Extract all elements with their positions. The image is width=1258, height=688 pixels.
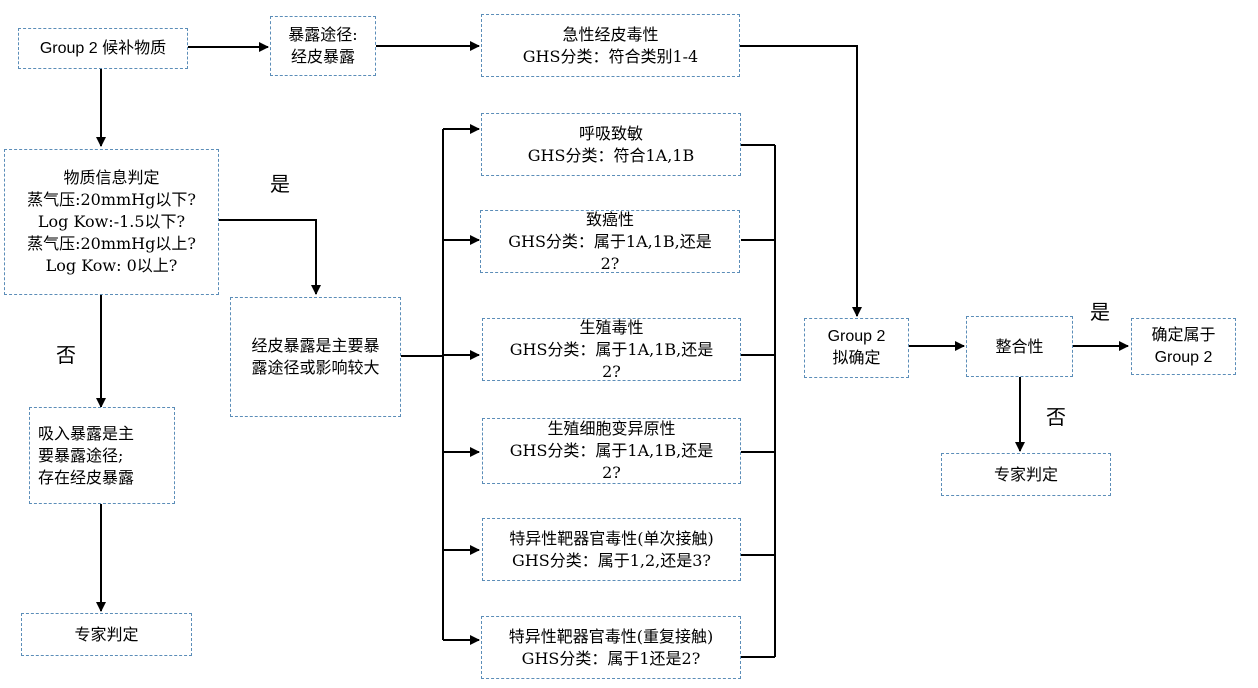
- candidate-text: Group 2 候补物质: [39, 39, 167, 57]
- germ-cell-mutagenicity-box: 生殖细胞变异原性 GHS分类：属于1A,1B,还是 2?: [482, 418, 741, 484]
- inhalation-line-2: 要暴露途径;: [38, 445, 124, 465]
- germ-title: 生殖细胞变异原性: [547, 419, 676, 438]
- inhalation-line-1: 吸入暴露是主: [38, 423, 135, 443]
- candidate-box: Group 2 候补物质: [18, 28, 188, 69]
- expert-judgment-left-box: 专家判定: [21, 613, 192, 656]
- expert-left-text: 专家判定: [74, 624, 139, 644]
- exposure-route-line-1: 暴露途径:: [288, 25, 358, 44]
- substance-info-box: 物质信息判定 蒸气压:20mmHg以下? Log Kow:-1.5以下? 蒸气压…: [4, 149, 219, 295]
- dermal-line-1: 经皮暴露是主要暴: [251, 336, 380, 355]
- repro-ghs-cont: 2?: [602, 361, 621, 381]
- exposure-route-line-2: 经皮暴露: [290, 47, 355, 66]
- confirm-line-2: Group 2: [1154, 348, 1213, 366]
- confirm-group2-box: 确定属于 Group 2: [1131, 318, 1236, 375]
- respiratory-sensitization-box: 呼吸致敏 GHS分类：符合1A,1B: [481, 113, 741, 176]
- exposure-route-box: 暴露途径: 经皮暴露: [270, 16, 376, 76]
- yes-label-left: 是: [270, 172, 290, 196]
- germ-ghs: GHS分类：属于1A,1B,还是: [509, 441, 714, 460]
- consistency-box: 整合性: [966, 316, 1073, 377]
- arrow-acute-to-group2: [740, 45, 862, 317]
- resp-sens-ghs: GHS分类：符合1A,1B: [527, 145, 695, 165]
- dermal-line-2: 露途径或影响较大: [251, 358, 380, 377]
- carc-title: 致癌性: [585, 209, 634, 229]
- dermal-major-box: 经皮暴露是主要暴 露途径或影响较大: [230, 297, 401, 417]
- inhalation-line-3: 存在经皮暴露: [38, 467, 135, 487]
- stot-repeat-ghs: GHS分类：属于1还是2?: [521, 648, 701, 668]
- carc-ghs-cont: 2?: [600, 253, 620, 273]
- vapor-pressure-above: 蒸气压:20mmHg以上?: [27, 234, 196, 253]
- acute-toxicity-ghs: GHS分类：符合类别1-4: [522, 46, 699, 66]
- resp-sens-title: 呼吸致敏: [578, 123, 643, 143]
- group2-tentative-line-2: 拟确定: [832, 350, 881, 367]
- germ-ghs-cont: 2?: [602, 463, 621, 482]
- no-label-right: 否: [1046, 405, 1066, 429]
- confirm-line-1: 确定属于: [1151, 326, 1216, 344]
- no-label-left: 否: [56, 343, 76, 367]
- yes-label-right: 是: [1090, 300, 1110, 324]
- acute-toxicity-box: 急性经皮毒性 GHS分类：符合类别1-4: [481, 14, 740, 77]
- arrow-info-yes-to-dermal: [218, 219, 321, 295]
- reproductive-toxicity-box: 生殖毒性 GHS分类：属于1A,1B,还是 2?: [482, 318, 741, 381]
- stot-single-title: 特异性靶器官毒性(单次接触): [509, 528, 714, 548]
- stot-repeat-box: 特异性靶器官毒性(重复接触) GHS分类：属于1还是2?: [481, 616, 741, 679]
- carc-ghs: GHS分类：属于1A,1B,还是: [508, 231, 712, 251]
- group2-tentative-line-1: Group 2: [827, 328, 886, 345]
- substance-info-title: 物质信息判定: [63, 168, 160, 187]
- stot-single-box: 特异性靶器官毒性(单次接触) GHS分类：属于1,2,还是3?: [482, 518, 741, 581]
- expert-right-text: 专家判定: [993, 464, 1058, 484]
- stot-single-ghs: GHS分类：属于1,2,还是3?: [512, 550, 711, 570]
- carcinogenicity-box: 致癌性 GHS分类：属于1A,1B,还是 2?: [480, 210, 740, 273]
- repro-ghs: GHS分类：属于1A,1B,还是: [509, 339, 714, 359]
- group2-tentative-box: Group 2 拟确定: [804, 318, 909, 378]
- inhalation-major-box: 吸入暴露是主 要暴露途径; 存在经皮暴露: [29, 407, 175, 504]
- consistency-text: 整合性: [995, 336, 1044, 356]
- repro-title: 生殖毒性: [579, 317, 644, 337]
- log-kow-below: Log Kow:-1.5以下?: [37, 212, 186, 231]
- log-kow-above: Log Kow: 0以上?: [45, 256, 178, 275]
- vapor-pressure-below: 蒸气压:20mmHg以下?: [27, 190, 196, 209]
- stot-repeat-title: 特异性靶器官毒性(重复接触): [508, 626, 714, 646]
- expert-judgment-right-box: 专家判定: [941, 453, 1111, 496]
- acute-toxicity-title: 急性经皮毒性: [562, 24, 659, 44]
